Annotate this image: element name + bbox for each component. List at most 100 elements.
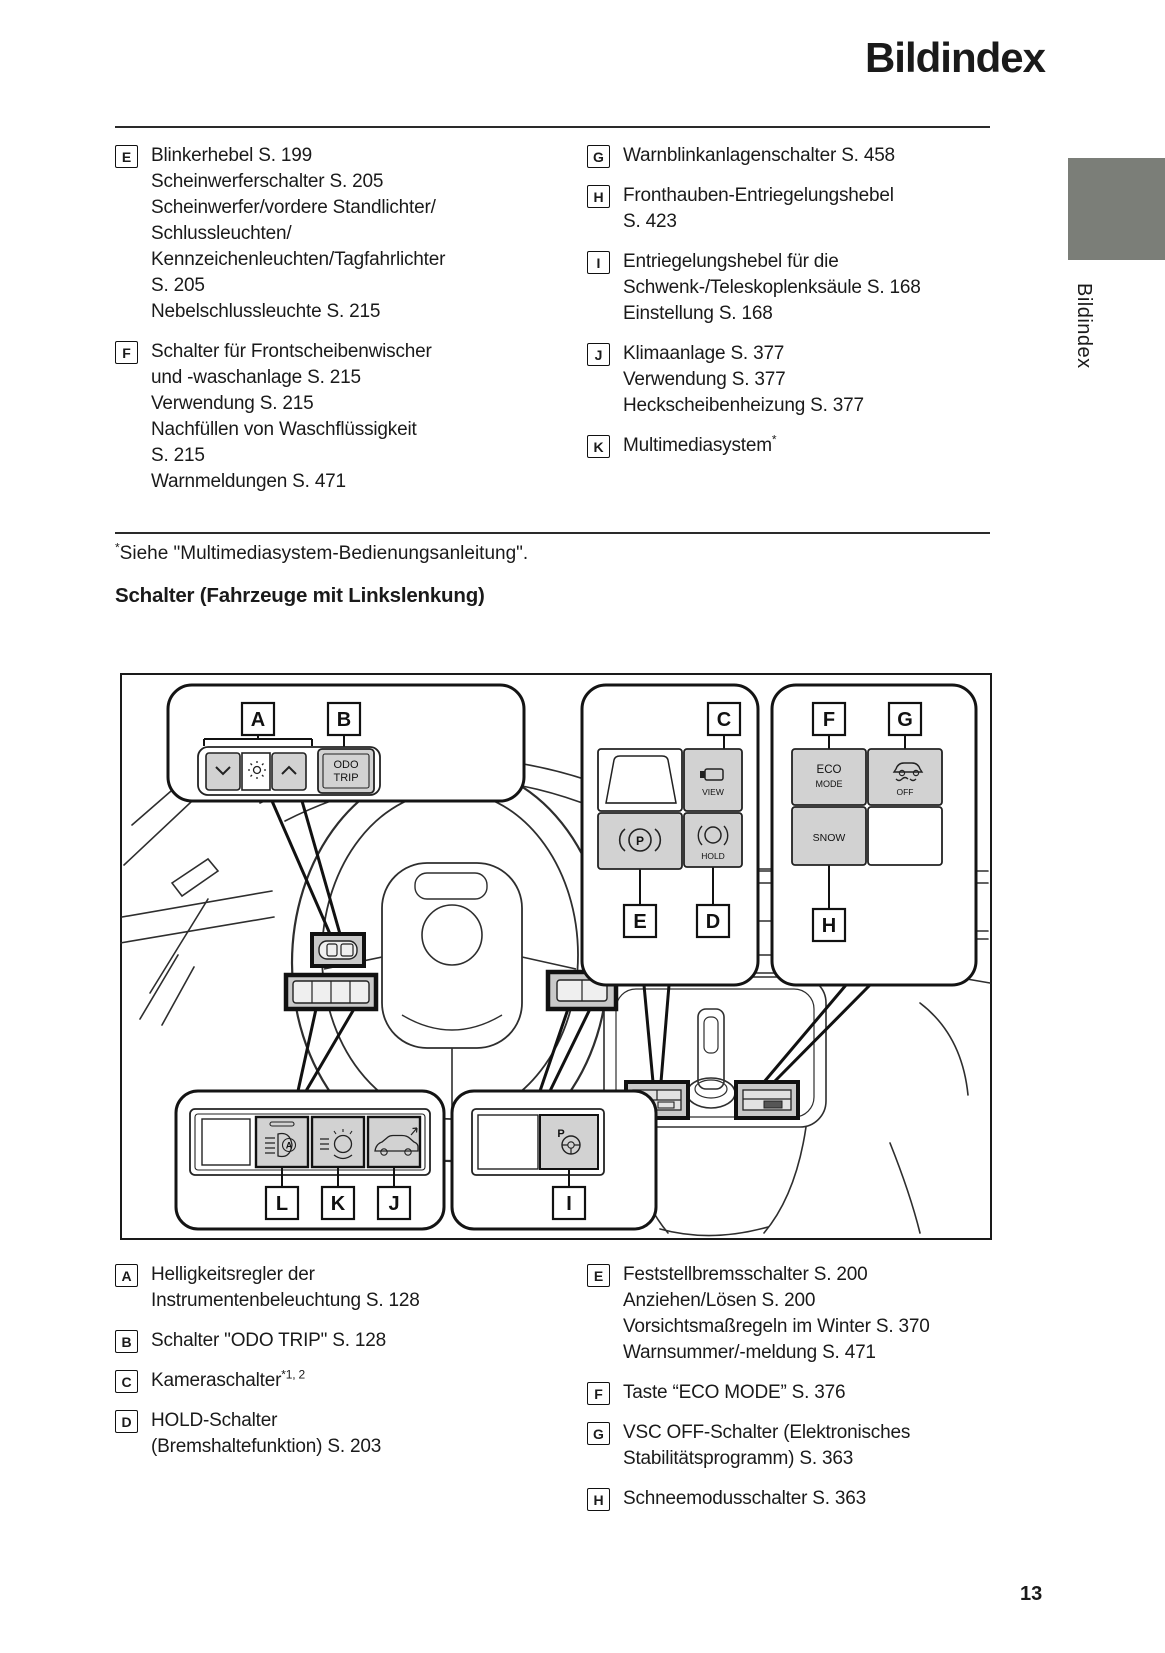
blank-switch (477, 1114, 539, 1170)
parking-brake-button: P (597, 812, 683, 870)
svg-text:SNOW: SNOW (813, 832, 846, 844)
svg-text:TRIP: TRIP (333, 772, 358, 784)
label-box-i (551, 1185, 587, 1221)
camera-view-button: VIEW (683, 748, 743, 812)
chapter-tab-marker (1068, 158, 1165, 260)
entry-letter-badge: F (115, 341, 138, 364)
label-box-d (695, 903, 731, 939)
index-entry: H Schneemodusschalter S. 363 (587, 1486, 997, 1512)
entry-letter-badge: J (587, 343, 610, 366)
door-panel-line (919, 1002, 969, 1096)
brightness-switch-panel (310, 932, 366, 968)
footnote-asterisk: * (115, 540, 120, 555)
brightness-icon (248, 761, 266, 779)
entry-text: Schneemodusschalter S. 363 (623, 1488, 867, 1509)
blank-button (867, 806, 943, 866)
door-mirror-shape (170, 857, 220, 898)
label-box-g (887, 701, 923, 737)
callout-box-ab: A B ODO TRIP (166, 683, 526, 803)
callout-box-ced: C VIEW P HOLD (580, 683, 760, 987)
lower-switch-panel (283, 972, 379, 1012)
index-entry: G Warnblinkanlagenschalter S. 458 (587, 143, 992, 169)
label-box-h (811, 907, 847, 943)
entry-text: Kameraschalter*1, 2 (151, 1367, 305, 1391)
horn-pad (421, 904, 483, 966)
entry-letter-badge: A (115, 1264, 138, 1287)
entry-letter-badge: H (587, 185, 610, 208)
entry-text: Taste “ECO MODE” S. 376 (623, 1382, 846, 1403)
label-d: D (706, 911, 720, 933)
entry-text: HOLD-Schalter(Bremshaltefunktion) S. 203 (151, 1410, 382, 1457)
section-header: Schalter (Fahrzeuge mit Linkslenkung) (115, 584, 485, 607)
entry-letter-badge: E (115, 145, 138, 168)
entry-letter-badge: D (115, 1410, 138, 1433)
label-g: G (897, 709, 913, 731)
auto-headlight-icon: A (265, 1132, 297, 1158)
entry-text: Warnblinkanlagenschalter S. 458 (623, 145, 895, 166)
svg-text:ODO: ODO (333, 759, 359, 771)
hold-button: HOLD (683, 812, 743, 868)
odo-trip-button: ODO TRIP (317, 748, 375, 794)
label-box-j (376, 1185, 412, 1221)
index-entry: D HOLD-Schalter(Bremshaltefunktion) S. 20… (115, 1408, 577, 1460)
label-box-l (264, 1185, 300, 1221)
top-divider (115, 126, 990, 128)
entry-letter-badge: K (587, 435, 610, 458)
label-box-b (326, 701, 362, 737)
console-switch-right (734, 1080, 800, 1120)
headlight-washer-icon (320, 1129, 353, 1160)
callout-box-lkj: A (174, 1089, 446, 1231)
footnote-text: Siehe "Multimediasystem-Bedienungsanleit… (119, 543, 529, 564)
label-h: H (822, 915, 836, 937)
label-box-f (811, 701, 847, 737)
vsc-off-icon (892, 762, 924, 782)
svg-text:HOLD: HOLD (701, 851, 725, 861)
entry-letter-badge: B (115, 1330, 138, 1353)
label-j: J (388, 1193, 399, 1215)
svg-text:ECO: ECO (817, 764, 842, 776)
steering-wheel-hub (381, 862, 523, 1049)
label-b: B (337, 709, 351, 731)
steering-lock-button: P (539, 1114, 599, 1170)
mid-divider (115, 532, 990, 534)
callout-box-fgh: F G ECO MODE OFF SNOW (770, 683, 978, 987)
label-e: E (633, 911, 646, 933)
label-box-k (320, 1185, 356, 1221)
entry-letter-badge: H (587, 1488, 610, 1511)
label-box-a (240, 701, 276, 737)
label-a: A (251, 709, 265, 731)
footnote: *Siehe "Multimediasystem-Bedienungsanlei… (115, 540, 529, 565)
shift-lever-column (697, 1008, 725, 1090)
svg-text:P: P (557, 1128, 564, 1140)
callout-box-i: P I (450, 1089, 658, 1231)
entry-letter-badge: I (587, 251, 610, 274)
label-k: K (331, 1193, 346, 1215)
entry-letter-badge: G (587, 145, 610, 168)
vsc-off-button: OFF (867, 748, 943, 806)
right-switch-panel (545, 969, 619, 1012)
power-back-door-icon (374, 1127, 419, 1156)
headlight-washer-button (310, 1115, 366, 1169)
power-back-door-button (366, 1115, 422, 1169)
brightness-down-button (205, 752, 241, 791)
svg-text:VIEW: VIEW (702, 787, 724, 797)
